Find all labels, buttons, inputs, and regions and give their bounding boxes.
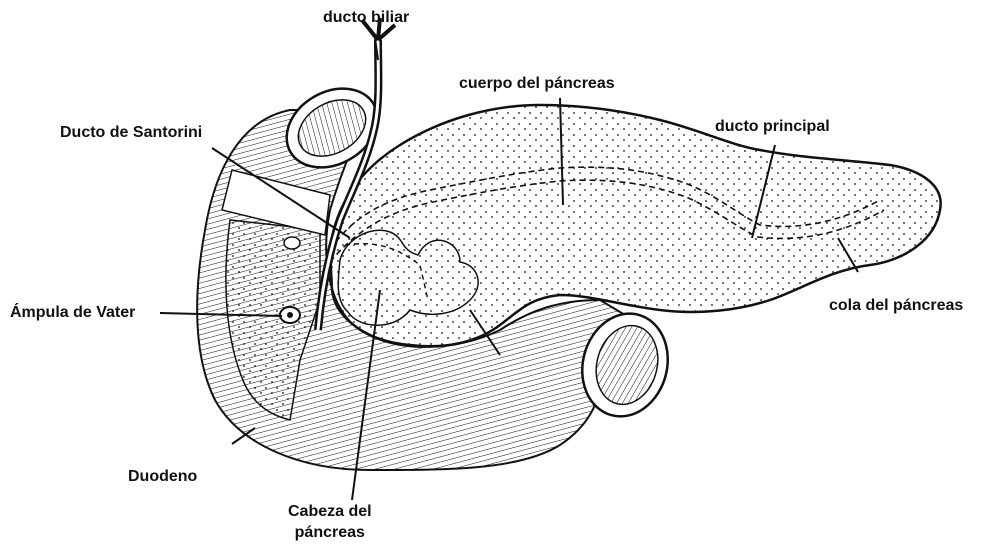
label-duodeno: Duodeno [128,467,197,487]
label-cabeza-del-pancreas: Cabeza del páncreas [288,501,372,543]
label-ampula-de-vater: Ámpula de Vater [10,303,135,323]
label-cuerpo-del-pancreas: cuerpo del páncreas [459,74,615,94]
label-ducto-de-santorini: Ducto de Santorini [60,123,202,143]
label-ducto-principal: ducto principal [715,117,830,137]
label-cabeza-line1: Cabeza del [288,501,372,522]
label-cola-del-pancreas: cola del páncreas [829,296,963,316]
label-ducto-biliar: ducto biliar [323,8,409,28]
label-cabeza-line2: páncreas [288,522,372,543]
